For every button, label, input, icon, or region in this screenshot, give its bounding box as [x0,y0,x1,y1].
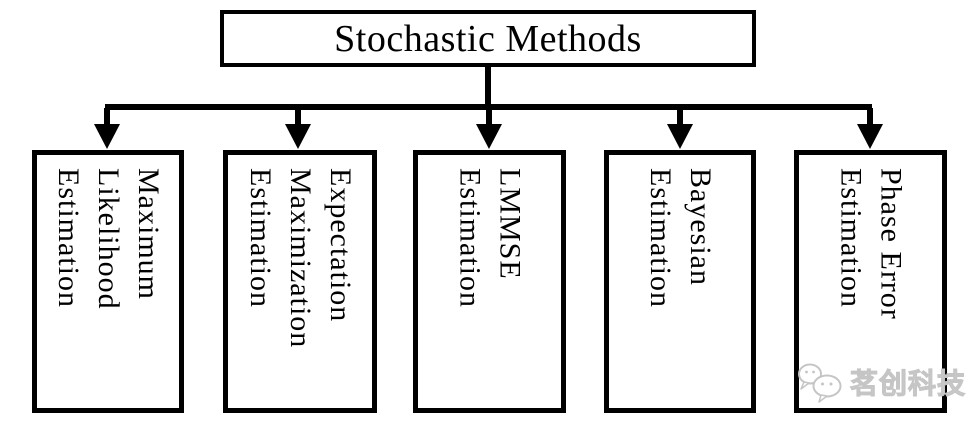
node-expectation-maximization-estimation-label: Expectation Maximization Estimation [244,168,357,349]
down-arrow-icon-4 [667,124,693,149]
down-arrow-icon-1 [94,124,120,149]
node-phase-error-estimation-label: Phase Error Estimation [834,168,908,320]
down-arrow-icon-5 [857,124,883,149]
node-bayesian-estimation: Bayesian Estimation [604,150,756,413]
connector-bus [105,104,872,110]
wechat-icon [798,363,842,403]
connector-stem-4 [677,108,683,127]
connector-stem-1 [104,108,110,127]
connector-stem-2 [295,108,301,127]
watermark-text: 茗创科技 [849,368,967,400]
connector-trunk [485,65,491,110]
node-stochastic-methods-label: Stochastic Methods [334,17,642,60]
down-arrow-icon-3 [476,124,502,149]
node-maximum-likelihood-estimation: Maximum Likelihood Estimation [32,150,184,413]
node-lmmse-estimation-label: LMMSE Estimation [453,168,527,308]
node-lmmse-estimation: LMMSE Estimation [413,150,566,413]
connector-stem-5 [867,108,873,127]
node-maximum-likelihood-estimation-label: Maximum Likelihood Estimation [52,168,165,310]
down-arrow-icon-2 [285,124,311,149]
node-expectation-maximization-estimation: Expectation Maximization Estimation [223,150,377,413]
watermark: 茗创科技 [797,360,966,404]
node-bayesian-estimation-label: Bayesian Estimation [644,168,717,308]
connector-stem-3 [486,108,492,127]
node-stochastic-methods: Stochastic Methods [220,10,756,67]
